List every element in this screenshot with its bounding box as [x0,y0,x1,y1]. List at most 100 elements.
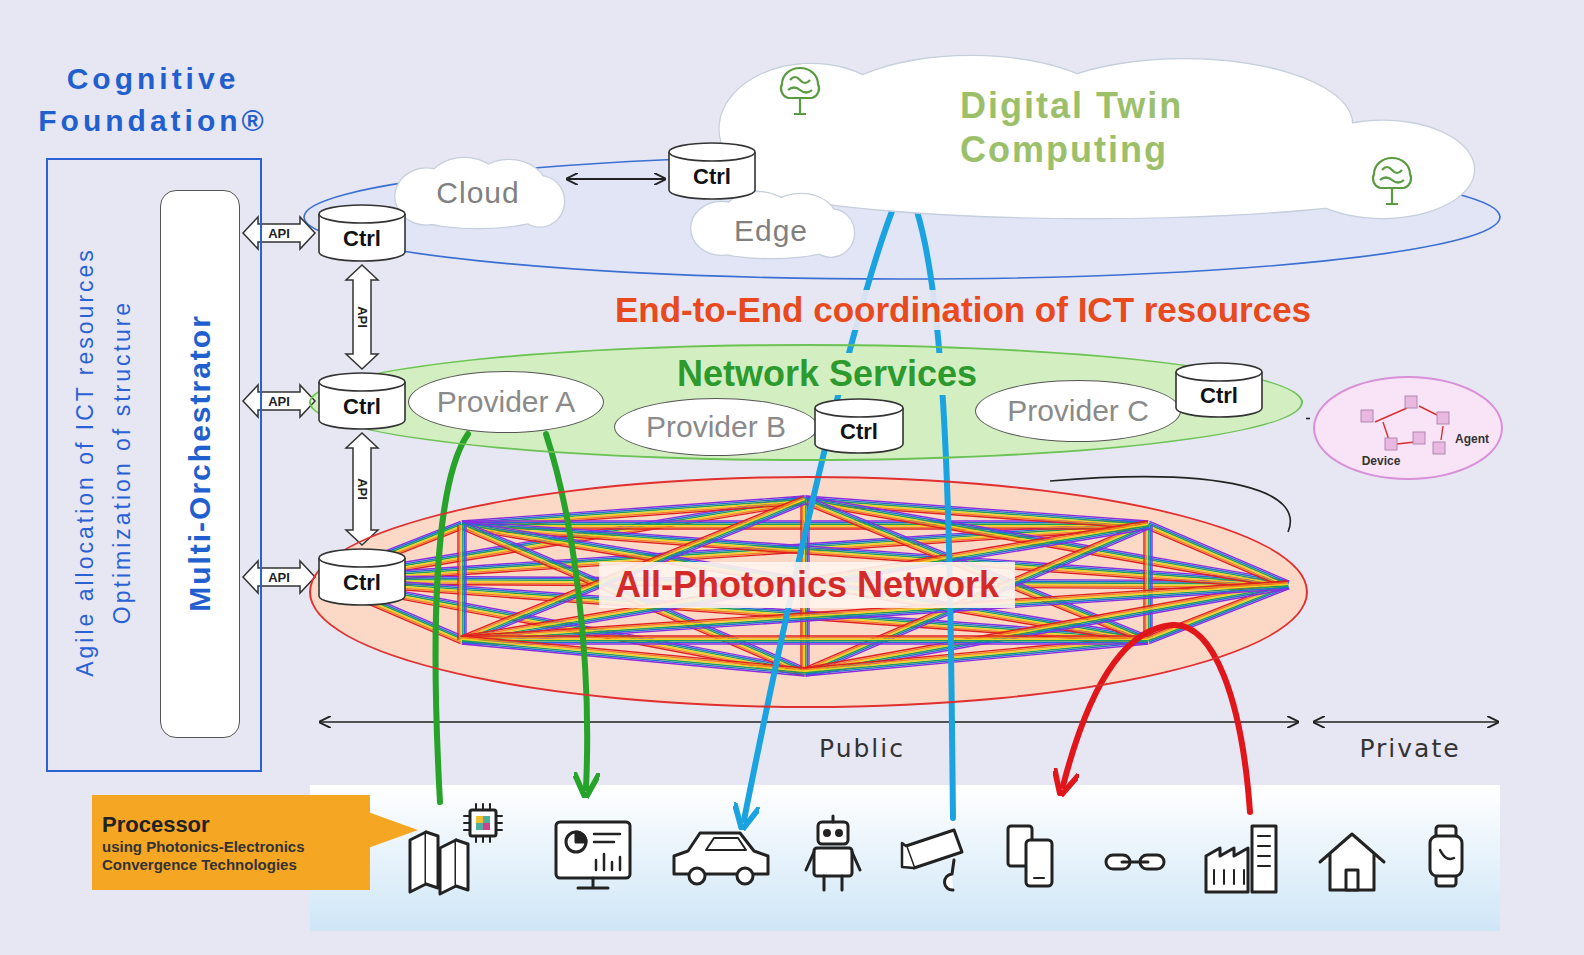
wearable-link-icon [1106,855,1164,869]
processor-icon [456,840,468,890]
agent-cube [1433,442,1445,454]
node-label: Device [1362,454,1401,468]
controller-cylinder: Ctrl [668,142,756,200]
photonic-link [462,642,805,674]
smartphone-icon [1026,840,1052,886]
node-label: Edge [734,202,808,248]
connector-line [1306,418,1310,420]
car-icon [674,833,768,884]
house-icon [1320,834,1384,890]
blue-flow-down [744,182,905,820]
camera-icon [902,830,962,890]
api-label: API [355,306,370,328]
dashboard-icon [576,832,586,842]
processor-icon [410,832,426,892]
photonic-link [1148,524,1288,584]
processor-icon [440,840,456,894]
node-label: Optimization of structure [109,300,136,624]
photonic-link [462,638,805,670]
wearable-link-icon [1122,861,1148,864]
processor-icon [410,804,502,894]
dashboard-icon [578,878,608,888]
node-label: Network Services [671,353,983,395]
private-range [1314,721,1498,723]
cloud-puff [516,176,564,226]
node-label: Ctrl [343,558,381,596]
brain-icon [1373,158,1411,188]
factory-icon [1206,848,1248,892]
node-label: Ctrl [840,407,878,445]
cloud-shape: Cloud [392,158,564,228]
car-icon [737,868,753,884]
api-label: API [268,226,290,241]
flow-arrows [436,182,1250,820]
car-icon [674,833,768,874]
robot-icon [818,822,848,844]
dashboard-icon [594,834,620,870]
api-arrow [243,385,315,417]
photonic-link [805,642,1148,674]
device-icons [410,804,1462,894]
photonic-link [1151,525,1152,640]
node-label: Provider B [646,410,786,444]
photonic-link [1146,525,1147,640]
callout-text: Processor [102,812,210,838]
robot-icon [837,831,842,836]
brain-icon [781,68,819,114]
device-band [310,785,1500,931]
node-label: Cloud [436,176,519,210]
agent-cube [1405,396,1417,408]
brain-icon [1380,167,1404,204]
smartwatch-icon [1430,836,1462,876]
robot-icon [825,831,830,836]
cylinder-top [669,143,755,161]
robot-icon [814,848,852,876]
photonic-link [805,641,1148,673]
provider-ellipse: Provider B [614,398,818,456]
photonic-link [457,525,458,640]
cylinder-top [319,373,405,391]
robot-icon [806,816,860,890]
device-agent-ellipse-outline [1315,378,1505,482]
foundation-box: Multi-OrchestratorCognitive Foundation®A… [46,158,262,772]
photonic-link [462,642,1148,643]
smartwatch-icon [1440,850,1454,859]
api-arrow [243,217,315,249]
house-icon [1346,870,1358,890]
digital-twin-cloud: Digital Twin Computing [712,56,1474,218]
controller-cylinder: Ctrl [1175,362,1263,418]
processor-callout: Processorusing Photonics-Electronics Con… [92,795,370,890]
node-label: Cognitive Foundation® [19,58,287,142]
photonic-link [462,637,1148,638]
cylinder-top [815,399,903,417]
photonic-link [462,636,805,668]
cloud-puff [808,209,854,257]
photonic-link [1148,526,1288,586]
orchestrator-box: Multi-Orchestrator [160,190,240,738]
controller-cylinder: Ctrl [318,372,406,430]
node-label: Ctrl [343,382,381,420]
node-label: Ctrl [343,214,381,252]
photonic-link [462,635,1148,636]
dashboard-icon [566,832,586,852]
photonic-link [462,525,463,640]
dashboard-icon [556,822,630,878]
camera-icon [902,843,914,868]
brain-icon [781,68,819,98]
house-icon [1330,854,1374,890]
controller-cylinder: Ctrl [814,398,904,454]
cloud-puff [516,176,564,226]
processor-icon [464,804,502,842]
cloud-puff [808,209,854,257]
network-layer-fill [309,344,1301,460]
api-label: API [268,570,290,585]
range-label: Private [1359,734,1460,763]
photonic-link [462,643,1148,644]
car-icon [706,838,746,850]
controller-cylinder: Ctrl [318,204,406,262]
processor-icon [476,816,490,830]
processor-icon [426,832,438,888]
photonic-link [462,641,805,673]
photonic-link [1147,527,1287,587]
api-arrow [243,561,315,593]
